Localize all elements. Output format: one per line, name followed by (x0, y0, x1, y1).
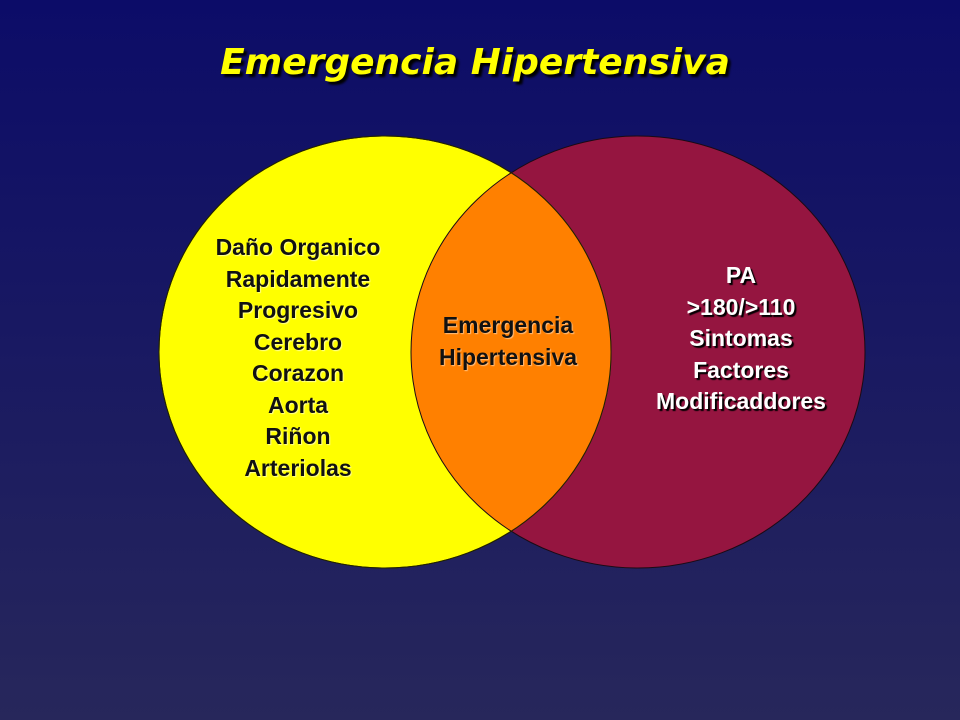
overlap-label: Emergencia Hipertensiva (410, 310, 606, 373)
venn-circle-left-outline (158, 135, 612, 569)
slide-title: Emergencia Hipertensiva (220, 42, 730, 83)
left-label-line: Aorta (267, 391, 329, 418)
left-label-line: Rapidamente (225, 265, 371, 292)
left-label-line: Daño Organico (215, 234, 381, 260)
venn-circle-right-outline (410, 136, 611, 568)
left-circle-label: Daño Organico Rapidamente Progresivo Cer… (170, 232, 426, 484)
overlap-label-line: Emergencia (442, 312, 574, 338)
left-label-line: Arteriolas (244, 454, 352, 481)
venn-overlap (411, 136, 611, 568)
left-label-line: Progresivo (237, 297, 359, 323)
right-circle-label: PA >180/>110 Sintomas Factores Modificad… (610, 260, 872, 418)
left-label-line: Cerebro (253, 328, 343, 355)
overlap-label-line: Hipertensiva (438, 343, 578, 370)
left-label-line: Riñon (265, 423, 331, 449)
right-label-line: Modificaddores (656, 388, 826, 414)
right-label-line: >180/>110 (686, 293, 796, 320)
right-label-line: PA (725, 262, 757, 288)
left-label-line: Corazon (252, 360, 344, 386)
right-label-line: Sintomas (689, 325, 793, 351)
right-label-line: Factores (693, 356, 789, 383)
